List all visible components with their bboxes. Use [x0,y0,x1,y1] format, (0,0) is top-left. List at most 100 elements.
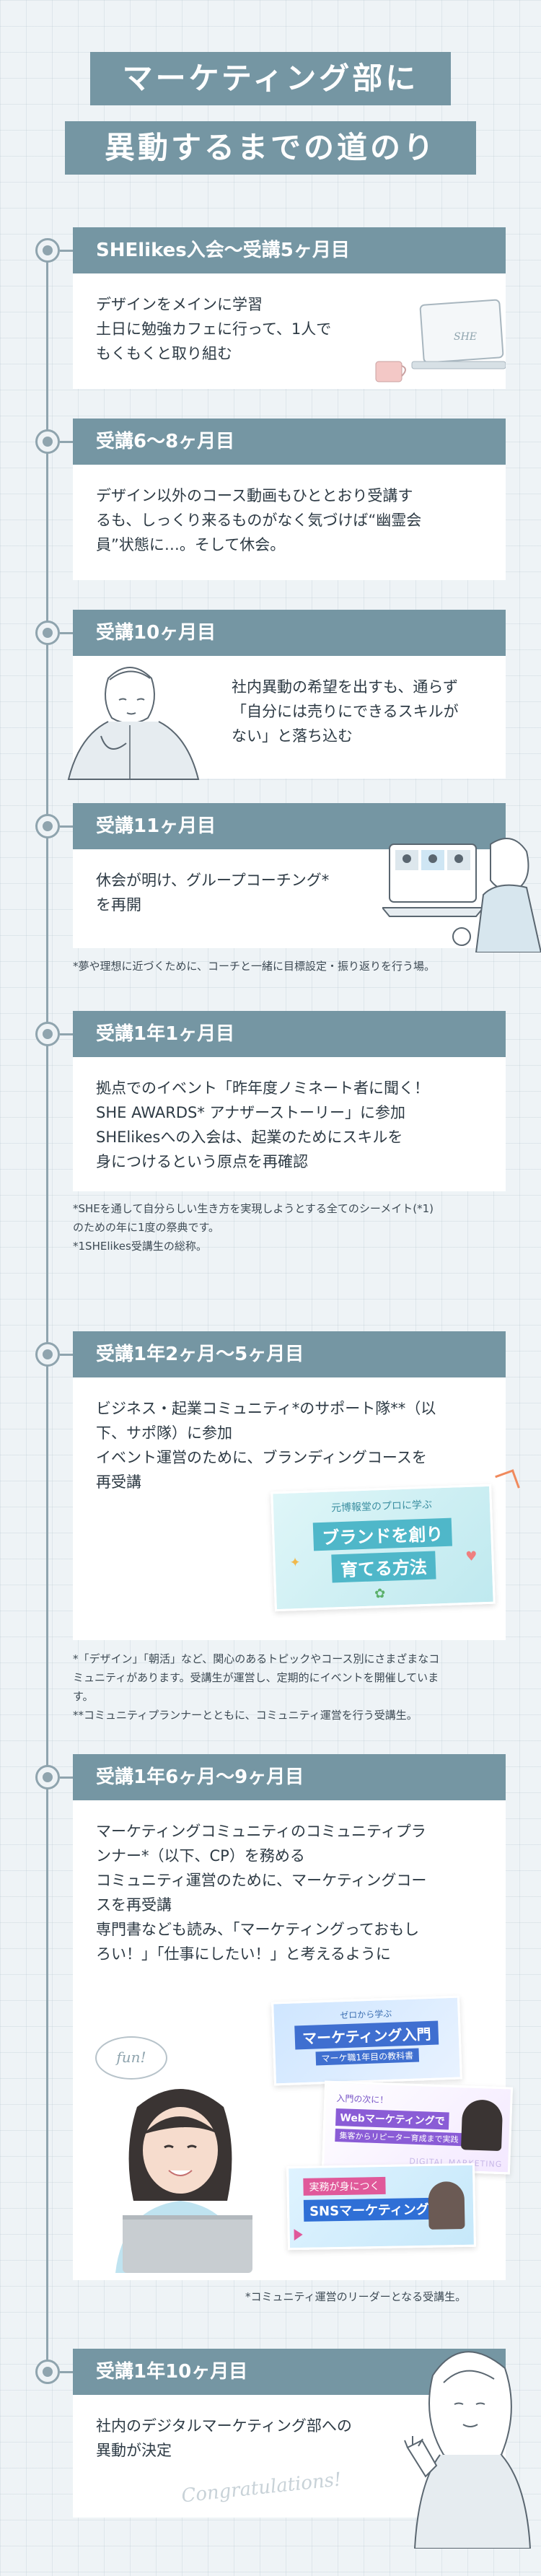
step-header: 受講1年6ヶ月〜9ヶ月目 [73,1754,506,1800]
footnote-line: *SHEを通して自分らしい生き方を実現しようとする全てのシーメイト(*1) [73,1202,434,1215]
timeline-node [35,621,60,645]
step-line: ない」と落ち込む [232,727,353,745]
timeline-node [35,1765,60,1789]
step-line: るも、しっくり来るものがなく気づけば“幽霊会 [96,512,422,529]
step-line: 社内異動の希望を出すも、通らず [232,678,458,696]
step-line: 下、サポ隊）に参加 [96,1424,232,1442]
step-body: デザインをメインに学習 土日に勉強カフェに行って、1人で もくもくと取り組む S… [73,273,506,389]
step-line: 再受講 [96,1473,141,1491]
footnote-line: *「デザイン」「朝活」など、関心のあるトピックやコース別にさまざまなコ [73,1652,440,1665]
step-text: 休会が明け、グループコーチング* を再開 [96,868,483,917]
footnote-line: **コミュニティプランナーとともに、コミュニティ運営を行う受講生。 [73,1709,418,1722]
step-line: 拠点でのイベント「昨年度ノミネート者に聞く！ [96,1079,429,1097]
timeline-node [35,1022,60,1046]
timeline-node [35,814,60,838]
course-card-subtitle: 集客からリピーター育成まで実践 [335,2129,463,2147]
step-header: 受講11ヶ月目 [73,803,506,849]
step-text: ビジネス・起業コミュニティ*のサポート隊**（以 下、サポ隊）に参加 イベント運… [96,1396,483,1494]
step-text: マーケティングコミュニティのコミュニティプラ ンナー*（以下、CP）を務める コ… [96,1819,483,1966]
course-card-title: Webマーケティングで [335,2108,450,2130]
timeline-node [35,238,60,263]
play-icon [294,2228,303,2241]
course-card-kicker: 元博報堂のプロに学ぶ [330,1499,433,1515]
step-header: 受講1年1ヶ月目 [73,1011,506,1057]
step-header: 受講6〜8ヶ月目 [73,419,506,465]
step-text: 拠点でのイベント「昨年度ノミネート者に聞く！ SHE AWARDS* アナザース… [96,1076,483,1174]
footnote-line: *コミュニティ運営のリーダーとなる受講生。 [245,2290,467,2303]
timeline-connector [60,1777,73,1779]
step-line: 社内のデジタルマーケティング部への [96,2417,352,2435]
step-line: スを再受講 [96,1896,172,1914]
step-text: デザインをメインに学習 土日に勉強カフェに行って、1人で もくもくと取り組む [96,292,483,366]
sprout-icon: ✿ [374,1585,386,1602]
step-line: 身につけるという原点を再確認 [96,1153,308,1170]
celebrating-woman-illustration [404,2351,532,2549]
laptop-illustration: SHE [375,299,506,382]
step-header: SHElikes入会〜受講5ヶ月目 [73,227,506,273]
footnote: *「デザイン」「朝活」など、関心のあるトピックやコース別にさまざまなコ ミュニテ… [73,1650,520,1725]
worried-woman-illustration [67,667,200,780]
step-text: 社内異動の希望を出すも、通らず 「自分には売りにできるスキルが ない」と落ち込む [232,675,483,748]
step-line: SHE AWARDS* アナザーストーリー」に参加 [96,1104,406,1121]
timeline-node [35,1342,60,1367]
step-line: 異動が決定 [96,2442,172,2459]
step-text: デザイン以外のコース動画もひととおり受講す るも、しっくり来るものがなく気づけば… [96,483,483,557]
step-line: デザイン以外のコース動画もひととおり受講す [96,487,413,504]
course-card-sns-marketing: 実務が身につく SNSマーケティング [286,2163,476,2251]
timeline-line [46,249,48,2370]
course-card-kicker: 実務が身につく [303,2176,386,2196]
page-title-line-2: 異動するまでの道のり [65,121,476,175]
course-card-title: マーケティング入門 [294,2020,439,2050]
laptop-sticker-text: SHE [454,331,477,343]
step-line: もくもくと取り組む [96,345,232,362]
step-line: マーケティングコミュニティのコミュニティプラ [96,1823,426,1840]
footnote-line: ミュニティがあります。受講生が運営し、定期的にイベントを開催していま [73,1671,439,1684]
step-body: 拠点でのイベント「昨年度ノミネート者に聞く！ SHE AWARDS* アナザース… [73,1057,506,1191]
course-card-title-line-2: 育てる方法 [331,1551,436,1583]
instructor-avatar [428,2181,465,2230]
step-line: ビジネス・起業コミュニティ*のサポート隊**（以 [96,1400,436,1417]
course-card-web-marketing: 入門の次に！ Webマーケティングで 集客からリピーター育成まで実践 DIGIT… [321,2080,514,2175]
timeline-connector [60,1033,73,1035]
footnote-line: *1SHElikes受講生の総称。 [73,1240,207,1253]
fun-speech-bubble: fun! [95,2036,167,2080]
footnote: *コミュニティ運営のリーダーとなる受講生。 [245,2287,519,2306]
footnote-line: のための年に1度の祭典です。 [73,1221,220,1234]
step-line: 土日に勉強カフェに行って、1人で [96,320,332,338]
step-line: 「自分には売りにできるスキルが [232,703,459,720]
course-card-title: SNSマーケティング [303,2197,435,2222]
course-card-subtitle: マーケ職1年目の教科書 [315,2048,420,2066]
course-card-title-line-1: ブランドを創り [312,1517,452,1551]
step-line: デザインをメインに学習 [96,296,263,313]
heart-icon: ♥ [465,1548,478,1565]
step-text: 社内のデジタルマーケティング部への 異動が決定 [96,2414,483,2463]
step-line: ろい！」「仕事にしたい！」と考えるように [96,1945,391,1963]
timeline-connector [60,632,73,634]
instructor-avatar [460,2099,503,2152]
footnote: *SHEを通して自分らしい生き方を実現しようとする全てのシーメイト(*1) のた… [73,1199,520,1256]
step-line: 専門書なども読み、「マーケティングっておもし [96,1921,420,1938]
footnote-line: *夢や理想に近づくために、コーチと一緒に目標設定・振り返りを行う場。 [73,960,436,973]
page-title-line-1: マーケティング部に [90,52,451,105]
fun-label: fun! [116,2049,146,2066]
timeline-node [35,2360,60,2384]
footnote-line: す。 [73,1690,94,1703]
timeline-node [35,429,60,454]
bulb-icon: ✦ [289,1555,302,1571]
step-header: 受講1年2ヶ月〜5ヶ月目 [73,1331,506,1377]
step-line: を再開 [96,896,141,914]
step-line: 員”状態に…。そして休会。 [96,536,286,553]
step-line: イベント運営のために、ブランディングコースを [96,1449,427,1466]
timeline-connector [60,1354,73,1356]
smiling-woman-illustration [115,2089,252,2273]
step-line: 休会が明け、グループコーチング* [96,872,330,889]
timeline-connector [60,441,73,443]
congratulations-script: Congratulations! [180,2468,343,2507]
timeline-connector [60,2371,73,2373]
step-line: ンナー*（以下、CP）を務める [96,1847,305,1865]
course-card-marketing-intro: ゼロから学ぶ マーケティング入門 マーケ職1年目の教科書 [271,1995,462,2086]
online-coaching-illustration [382,838,541,952]
step-line: コミュニティ運営のために、マーケティングコー [96,1872,427,1889]
step-header: 受講10ヶ月目 [73,610,506,656]
step-body: デザイン以外のコース動画もひととおり受講す るも、しっくり来るものがなく気づけば… [73,465,506,580]
